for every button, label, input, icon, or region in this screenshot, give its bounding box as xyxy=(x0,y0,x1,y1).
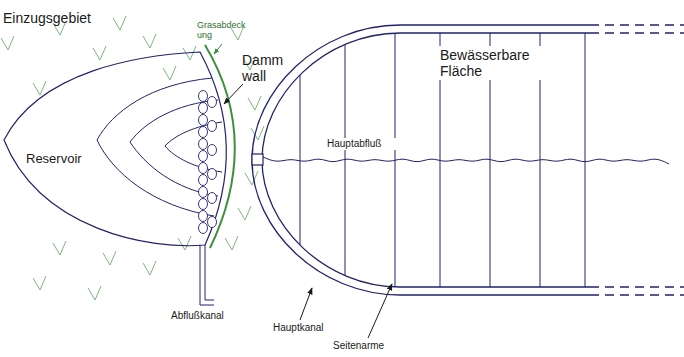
part-label: Hauptkanal xyxy=(272,322,344,334)
grass-mark xyxy=(1,36,14,50)
outlet-channel xyxy=(200,245,214,305)
dam-stones xyxy=(199,91,217,234)
leader-line xyxy=(300,288,312,320)
grass-mark xyxy=(143,261,156,275)
dam-wall xyxy=(205,45,235,248)
grass-mark xyxy=(238,206,251,220)
dam-stone xyxy=(199,139,208,150)
grass-mark xyxy=(225,236,238,250)
side-arm xyxy=(585,33,586,287)
area-label: Bewässerbare Fläche xyxy=(438,46,546,80)
grass-mark xyxy=(163,66,176,80)
grass-mark xyxy=(245,171,258,185)
leader-line xyxy=(214,44,222,54)
dam-stone xyxy=(208,145,217,156)
grass-mark xyxy=(33,81,46,95)
dam-stone xyxy=(208,217,217,228)
grass-marks xyxy=(1,16,264,300)
area-label: Reservoir xyxy=(24,151,98,168)
grass-mark xyxy=(103,251,116,265)
dam-stone xyxy=(199,187,208,198)
side-arm xyxy=(345,33,346,287)
dam-stone xyxy=(199,127,208,138)
dam-stone xyxy=(199,175,208,186)
dam-stone xyxy=(199,211,208,222)
part-label: Hauptabfluß xyxy=(326,138,398,150)
dam-stone xyxy=(208,193,217,204)
part-label: Seitenarme xyxy=(332,340,404,352)
main-drain xyxy=(263,157,669,164)
dam-stone xyxy=(208,97,217,108)
grass-mark xyxy=(53,241,66,255)
contour-line xyxy=(130,100,218,196)
region-label: Einzugsgebiet xyxy=(2,10,114,26)
dam-stone xyxy=(199,223,208,234)
reservoir-area: Reservoir xyxy=(2,48,252,248)
grass-mark xyxy=(93,46,106,60)
grass-mark xyxy=(88,286,101,300)
leader-line xyxy=(368,284,392,338)
dam-stone xyxy=(199,199,208,210)
irrigable-area: Bewässerbare Fläche xyxy=(250,20,684,302)
grass-mark xyxy=(113,16,126,30)
grass-mark xyxy=(248,96,261,110)
reservoir-outline xyxy=(4,52,226,246)
grass-mark xyxy=(178,236,191,250)
dam-stone xyxy=(199,91,208,102)
leader-line xyxy=(224,84,243,104)
part-label: Abflußkanal xyxy=(170,310,252,322)
side-arm xyxy=(300,33,301,287)
dam-stone xyxy=(199,103,208,114)
grass-mark xyxy=(251,126,264,140)
dam-stone xyxy=(199,115,208,126)
dam-stone xyxy=(199,151,208,162)
grass-mark xyxy=(143,34,156,48)
part-label: Damm wall xyxy=(241,52,287,84)
grass-mark xyxy=(33,276,46,290)
dam-stone xyxy=(199,163,208,174)
contour-line xyxy=(97,78,214,216)
dam-stone xyxy=(208,121,217,132)
inlet-box xyxy=(252,154,263,165)
dam-stone xyxy=(208,169,217,180)
part-label: Grasabdeck ung xyxy=(196,20,250,41)
